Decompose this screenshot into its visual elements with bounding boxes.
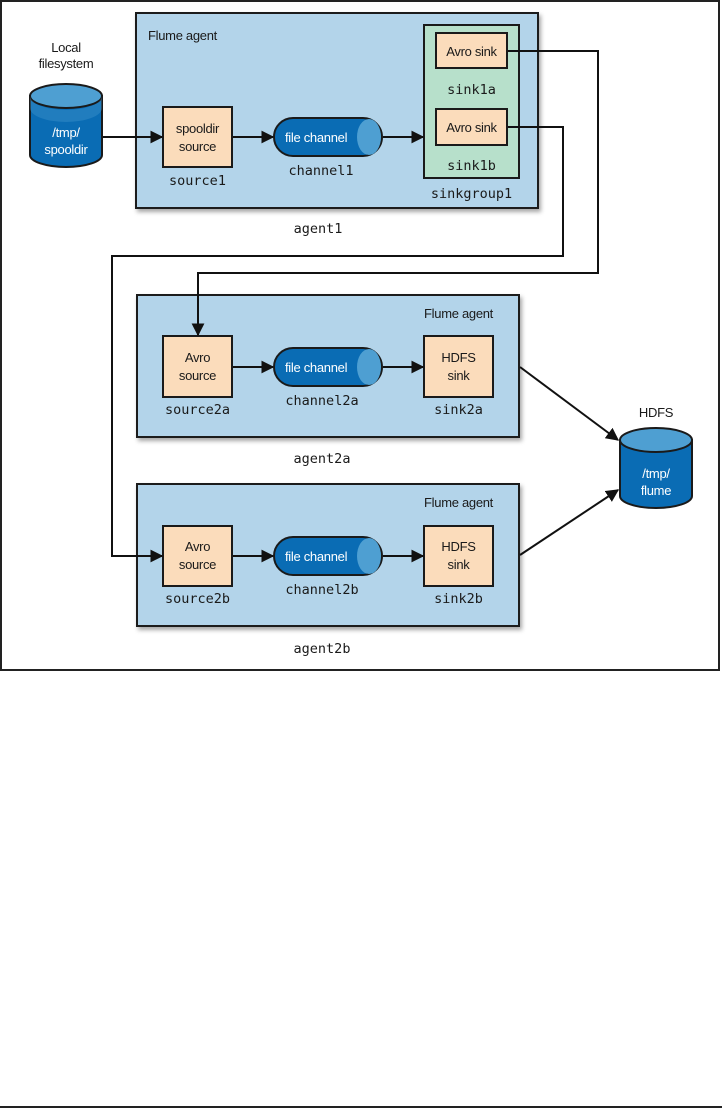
sink2a-box[interactable] xyxy=(423,335,494,398)
source1-box[interactable] xyxy=(162,106,233,168)
sink2b-name: sink2b xyxy=(434,591,483,607)
local-fs-path-line2: spooldir xyxy=(44,142,88,157)
channel2a-label: file channel xyxy=(285,360,348,375)
channel2a-name: channel2a xyxy=(285,393,358,409)
source2b-box[interactable] xyxy=(162,525,233,587)
hdfs-label: HDFS xyxy=(639,405,674,420)
agent2a-header: Flume agent xyxy=(424,306,494,321)
source2b-name: source2b xyxy=(165,591,230,607)
sink1b-box[interactable] xyxy=(435,108,508,146)
sink2a-line2: sink xyxy=(448,368,471,383)
sink2b-box[interactable] xyxy=(423,525,494,587)
sink1b-label: Avro sink xyxy=(446,120,497,135)
agent2a-name: agent2a xyxy=(294,451,351,467)
database-cylinder-icon xyxy=(29,83,103,168)
sink2b-line2: sink xyxy=(448,557,471,572)
hdfs-store: HDFS /tmp/ flume xyxy=(619,405,693,509)
agent1-name: agent1 xyxy=(294,221,343,237)
source2b-line2: source xyxy=(179,557,216,572)
source2a-line1: Avro xyxy=(185,350,210,365)
channel2b-label: file channel xyxy=(285,549,348,564)
agent1: Flume agent spooldir source source1 file… xyxy=(135,12,539,209)
figure-frame xyxy=(0,0,720,671)
hdfs-path-line1: /tmp/ xyxy=(642,466,670,481)
source2a-name: source2a xyxy=(165,402,230,418)
hdfs-path-line2: flume xyxy=(641,483,671,498)
sink1a-box[interactable] xyxy=(435,32,508,69)
local-fs-path-line1: /tmp/ xyxy=(52,125,80,140)
arrow-sink2a-to-hdfs xyxy=(519,366,620,441)
channel2a-cylinder[interactable] xyxy=(273,347,383,387)
local-fs-label-line2: filesystem xyxy=(39,56,94,71)
connections xyxy=(103,50,620,563)
arrow-sink2b-to-hdfs xyxy=(519,489,620,556)
arrow-sink1a-to-source2a xyxy=(191,50,599,337)
source2b-line1: Avro xyxy=(185,539,210,554)
sink1b-name: sink1b xyxy=(447,158,496,174)
agent2b: Flume agent Avro source source2b file ch… xyxy=(136,483,520,627)
agent1-header: Flume agent xyxy=(148,28,218,43)
source1-line1: spooldir xyxy=(176,121,220,136)
sinkgroup1-name: sinkgroup1 xyxy=(431,186,512,202)
source1-line2: source xyxy=(179,139,216,154)
channel1-label: file channel xyxy=(285,130,348,145)
sink1a-label: Avro sink xyxy=(446,44,497,59)
sink2b-line1: HDFS xyxy=(441,539,476,554)
agent2b-name: agent2b xyxy=(294,641,351,657)
arrow-sink1b-to-source2b xyxy=(111,126,564,563)
sink2a-name: sink2a xyxy=(434,402,483,418)
source2a-line2: source xyxy=(179,368,216,383)
source2a-box[interactable] xyxy=(162,335,233,398)
local-fs-label-line1: Local xyxy=(51,40,81,55)
agent2b-header: Flume agent xyxy=(424,495,494,510)
database-cylinder-icon xyxy=(619,427,693,509)
channel1-name: channel1 xyxy=(288,163,353,179)
channel2b-name: channel2b xyxy=(285,582,358,598)
source1-name: source1 xyxy=(169,173,226,189)
sink2a-line1: HDFS xyxy=(441,350,476,365)
sink1a-name: sink1a xyxy=(447,82,496,98)
local-filesystem-store: Local filesystem /tmp/ spooldir xyxy=(29,40,103,168)
agent2a: Flume agent Avro source source2a file ch… xyxy=(136,294,520,438)
